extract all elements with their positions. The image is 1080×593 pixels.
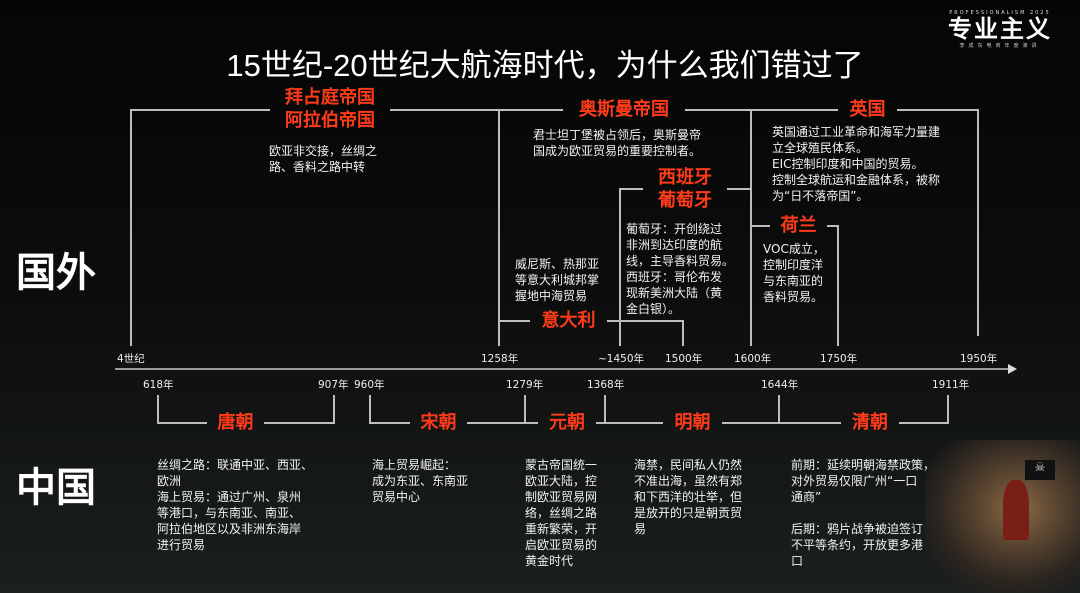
ottoman-title: 奥斯曼帝国 [579, 99, 669, 120]
page-title: 15世纪-20世纪大航海时代，为什么我们错过了 [226, 48, 864, 83]
bracket-line [130, 110, 132, 346]
bracket-line [899, 422, 949, 424]
bracket-line [837, 225, 839, 346]
pirate-figure [1003, 480, 1029, 540]
bracket-line [827, 225, 839, 227]
tang-text: 丝绸之路：联通中亚、西亚、 欧洲 海上贸易：通过广州、泉州 等港口，与东南亚、南… [157, 458, 314, 552]
year-label: 960年 [354, 379, 385, 391]
bracket-line [682, 320, 684, 346]
region-china: 中国 [16, 465, 96, 511]
year-label: 618年 [143, 379, 174, 391]
song-title: 宋朝 [420, 412, 457, 433]
bracket-line [947, 395, 949, 424]
byzantine-text: 欧亚非交接，丝绸之 路、香料之路中转 [269, 144, 378, 174]
bracket-line [130, 109, 270, 111]
bracket-line [499, 320, 530, 322]
spain-portugal-title: 西班牙葡萄牙 [643, 166, 727, 212]
year-label: 1279年 [506, 379, 544, 391]
bracket-line [778, 395, 780, 424]
bracket-line [369, 395, 371, 424]
bracket-line [369, 422, 410, 424]
arrow-head-icon [1008, 364, 1017, 374]
bracket-line [596, 422, 663, 424]
bracket-line [467, 422, 538, 424]
bracket-line [333, 395, 335, 424]
jolly-roger-icon: ☠ [1025, 460, 1055, 480]
bracket-line [390, 109, 563, 111]
logo-main: 专业主义 [948, 15, 1052, 43]
year-label: 1644年 [761, 379, 799, 391]
logo-sub: 李成东电商年度演讲 [959, 43, 1041, 49]
year-label: 1911年 [932, 379, 970, 391]
bracket-line [751, 225, 770, 227]
bracket-line [750, 110, 752, 346]
year-label: 907年 [318, 379, 349, 391]
bracket-line [619, 188, 643, 190]
bracket-line [157, 422, 207, 424]
bracket-line [157, 395, 159, 424]
spain-portugal-text: 葡萄牙：开创绕过 非洲到达印度的航 线，主导香料贸易。 西班牙：哥伦布发 现新美… [626, 222, 735, 316]
ming-title: 明朝 [674, 412, 711, 433]
year-label: 1750年 [820, 353, 858, 365]
year-label: 1500年 [665, 353, 703, 365]
ottoman-text: 君士坦丁堡被占领后，奥斯曼帝 国成为欧亚贸易的重要控制者。 [533, 128, 702, 158]
bracket-line [722, 422, 841, 424]
byzantine-title: 拜占庭帝国阿拉伯帝国 [270, 86, 390, 132]
year-label: ~1450年 [598, 353, 645, 365]
song-text: 海上贸易崛起： 成为东亚、东南亚 贸易中心 [372, 458, 469, 504]
year-label: 4世纪 [117, 353, 145, 365]
italy-text: 威尼斯、热那亚 等意大利城邦掌 握地中海贸易 [515, 257, 600, 303]
bracket-line [607, 320, 684, 322]
region-foreign: 国外 [16, 250, 96, 296]
pirate-ship-image: ☠ [925, 440, 1080, 593]
bracket-line [604, 395, 606, 424]
bracket-line [685, 109, 838, 111]
italy-title: 意大利 [541, 310, 596, 331]
yuan-title: 元朝 [549, 412, 585, 433]
netherlands-text: VOC成立， 控制印度洋 与东南亚的 香料贸易。 [763, 242, 825, 304]
bracket-line [897, 109, 979, 111]
bracket-line [264, 422, 335, 424]
year-label: 1950年 [960, 353, 998, 365]
bracket-line [727, 188, 751, 190]
title-line: 阿拉伯帝国 [285, 110, 375, 131]
timeline-axis [115, 368, 1010, 370]
tang-title: 唐朝 [217, 412, 254, 433]
logo-top: PROFESSIONALISM 2025 [949, 10, 1051, 16]
netherlands-title: 荷兰 [780, 215, 817, 236]
title-line: 葡萄牙 [658, 190, 712, 211]
ming-text: 海禁，民间私人仍然 不准出海，虽然有郑 和下西洋的壮举，但 是放开的只是朝贡贸 … [634, 458, 743, 536]
qing-title: 清朝 [852, 412, 888, 433]
year-label: 1600年 [734, 353, 772, 365]
yuan-text: 蒙古帝国统一 欧亚大陆，控 制欧亚贸易网 络，丝绸之路 重新繁荣，开 启欧亚贸易… [525, 458, 598, 568]
bracket-line [498, 110, 500, 346]
qing-text: 前期：延续明朝海禁政策， 对外贸易仅限广州“一口 通商” 后期：鸦片战争被迫签订… [791, 458, 936, 568]
bracket-line [524, 395, 526, 424]
logo: PROFESSIONALISM 2025 专业主义 李成东电商年度演讲 [935, 10, 1065, 62]
year-label: 1368年 [587, 379, 625, 391]
bracket-line [977, 110, 979, 336]
britain-title: 英国 [849, 99, 886, 120]
title-line: 拜占庭帝国 [285, 87, 375, 108]
britain-text: 英国通过工业革命和海军力量建 立全球殖民体系。 EIC控制印度和中国的贸易。 控… [772, 125, 941, 203]
bracket-line [619, 189, 621, 346]
title-line: 西班牙 [658, 167, 712, 188]
year-label: 1258年 [481, 353, 519, 365]
